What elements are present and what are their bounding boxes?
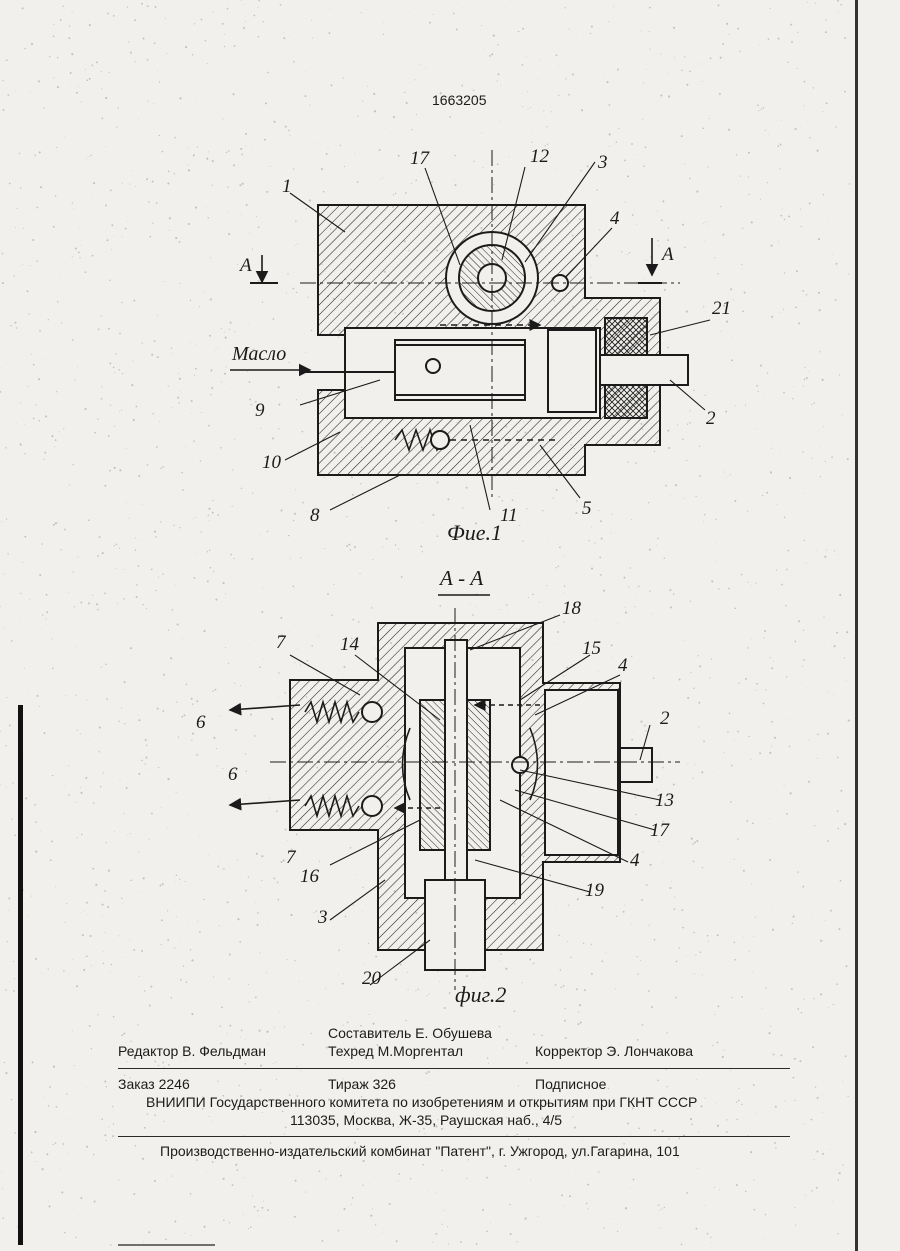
fig2-caption: фиг.2 [455,982,506,1008]
fig2-callout-4-bottom: 4 [630,850,640,872]
imprint-corrector: Корректор Э. Лончакова [535,1043,693,1059]
fig1-callout-8: 8 [310,505,320,527]
fig1-section-mark-left: A [240,255,252,277]
fig1-callout-5: 5 [582,498,592,520]
fig2-callout-15: 15 [582,638,601,660]
fig1-callout-10: 10 [262,452,281,474]
fig2-ball-lower [362,796,382,816]
fig2-callout-18: 18 [562,598,581,620]
fig1-piston [395,340,525,400]
imprint-institute: ВНИИПИ Государственного комитета по изоб… [146,1094,697,1110]
imprint-order: Заказ 2246 [118,1076,190,1092]
fig2-callout-4-top: 4 [618,655,628,677]
imprint-techred: Техред М.Моргентал [328,1043,463,1059]
fig2-callout-19: 19 [585,880,604,902]
fig2-shaft-end [620,748,652,782]
fig1-ball [431,431,449,449]
fig2-callout-6-top: 6 [196,712,206,734]
fig1-callout-17: 17 [410,148,429,170]
fig2-callout-3: 3 [318,907,328,929]
fig2-ball-upper [362,702,382,722]
imprint-circulation: Тираж 326 [328,1076,396,1092]
fig2-callout-20: 20 [362,968,381,990]
fig2-callout-7-bottom: 7 [286,847,296,869]
imprint-rule-bottom [118,1136,790,1137]
fig1-callout-3: 3 [598,152,608,174]
imprint-subscription: Подписное [535,1076,606,1092]
fig1-callout-11: 11 [500,505,518,527]
imprint-publisher: Производственно-издательский комбинат "П… [160,1143,680,1159]
fig1-caption: Фие.1 [447,520,502,546]
fig2-callout-2: 2 [660,708,670,730]
fig1-callout-4: 4 [610,208,620,230]
imprint-editor: Редактор В. Фельдман [118,1043,266,1059]
fig2-section-title: А - А [440,566,483,591]
fig1-callout-1: 1 [282,176,292,198]
fig2-right-boss [545,690,618,855]
fig2-callout-7-top: 7 [276,632,286,654]
imprint-address: 113035, Москва, Ж-35, Раушская наб., 4/5 [290,1112,562,1128]
fig2-callout-14: 14 [340,634,359,656]
fig1-callout-12: 12 [530,146,549,168]
fig2-plunger [445,640,467,880]
fig2-callout-6-bottom: 6 [228,764,238,786]
figure-2 [230,595,680,990]
fig1-callout-9: 9 [255,400,265,422]
fig2-callout-17: 17 [650,820,669,842]
fig1-callout-21: 21 [712,298,731,320]
imprint-rule-top [118,1068,790,1069]
fig2-callout-16: 16 [300,866,319,888]
imprint-compiler: Составитель Е. Обушева [328,1025,492,1041]
figure-1 [230,150,710,510]
fig1-callout-2: 2 [706,408,716,430]
fig2-callout-13: 13 [655,790,674,812]
fig1-section-mark-right: A [662,244,674,266]
fig1-shaft [600,355,688,385]
fig1-flow-label: Масло [232,343,286,366]
